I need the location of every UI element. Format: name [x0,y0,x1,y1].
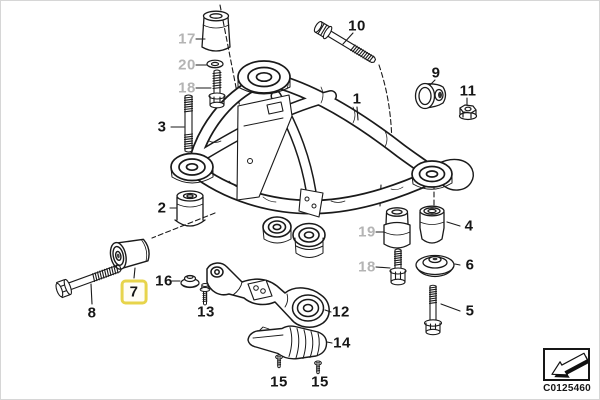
callout-10-9[interactable]: 10 [348,17,366,35]
callout-7-6[interactable]: 7 [120,279,148,305]
callout-6-5[interactable]: 6 [465,256,475,274]
part-2-bushing [174,190,206,227]
callout-18-19[interactable]: 18 [178,79,196,97]
part-19-bushing [383,207,411,249]
callout-14-13[interactable]: 14 [333,334,351,352]
part-17-bushing [201,10,231,52]
callout-16-16[interactable]: 16 [155,272,173,290]
part-6-support-cup [415,254,455,278]
callout-15-14[interactable]: 15 [270,373,288,391]
part-7-bushing [109,238,150,270]
part-18-bolt-upper [208,69,226,109]
part-20-washer [206,59,224,69]
callout-1-0[interactable]: 1 [352,90,362,108]
leader-lines [90,32,468,344]
callout-18-21[interactable]: 18 [358,258,376,276]
part-11-nut [458,104,478,121]
callout-8-7[interactable]: 8 [87,304,97,322]
part-5-bolt [423,284,443,336]
part-16-grommet [180,274,200,289]
callout-4-3[interactable]: 4 [464,217,474,235]
callout-9-8[interactable]: 9 [431,64,441,82]
part-8-bolt [55,264,122,299]
part-14-heat-shield [247,325,328,360]
part-18-bolt-right [389,248,407,286]
part-9-bushing [414,82,447,110]
part-12-control-arm [206,262,330,328]
callout-13-12[interactable]: 13 [197,303,215,321]
callout-11-10[interactable]: 11 [459,82,477,100]
direction-arrow-icon [551,352,588,378]
callout-19-20[interactable]: 19 [358,223,376,241]
part-13-screw [199,283,211,306]
part-15-screw-right [314,360,322,375]
callout-20-18[interactable]: 20 [178,56,196,74]
callout-12-11[interactable]: 12 [332,303,350,321]
callout-15-15[interactable]: 15 [311,373,329,391]
callout-17-17[interactable]: 17 [178,30,196,48]
callout-3-2[interactable]: 3 [157,118,167,136]
part-15-screw-left [275,354,283,369]
part-10-bolt [313,21,377,63]
part-3-stud [183,94,194,153]
diagram-code: C0125460 [543,383,591,394]
callout-2-1[interactable]: 2 [157,199,167,217]
diagram-code-stamp [543,348,590,381]
subframe-drawing [170,60,474,258]
part-4-bushing [419,205,445,244]
callout-5-4[interactable]: 5 [465,302,475,320]
